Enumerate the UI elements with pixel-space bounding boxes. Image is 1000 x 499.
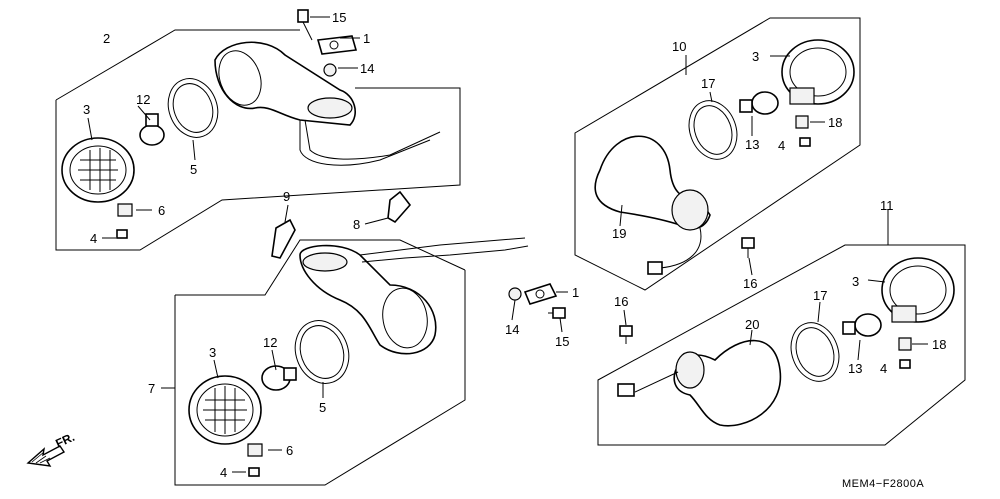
callout-14-lower: 14 bbox=[505, 322, 519, 337]
screw-part-4-upper-right bbox=[799, 137, 811, 147]
bolt-part-16-lower bbox=[619, 325, 633, 344]
bracket-part-8 bbox=[387, 190, 412, 224]
winker-lens-part-3-upper-left bbox=[61, 137, 135, 203]
bulb-part-13-lower bbox=[842, 313, 882, 337]
nut-part-14-upper bbox=[323, 63, 337, 77]
group-frame-10 bbox=[574, 17, 861, 291]
winker-lens-part-3-lower-left bbox=[188, 375, 262, 445]
clip-part-18-upper bbox=[795, 115, 809, 129]
callout-17-upper: 17 bbox=[701, 76, 715, 91]
callout-10: 10 bbox=[672, 39, 686, 54]
bracket-part-1-lower bbox=[523, 283, 558, 305]
screw-part-4-upper bbox=[116, 229, 128, 239]
screw-part-4-lower bbox=[248, 467, 260, 477]
callout-6-lower: 6 bbox=[286, 443, 293, 458]
group-frame-11 bbox=[597, 244, 966, 446]
callout-5-lower: 5 bbox=[319, 400, 326, 415]
callout-13-upper: 13 bbox=[745, 137, 759, 152]
callout-1-lower: 1 bbox=[572, 285, 579, 300]
callout-12-upper: 12 bbox=[136, 92, 150, 107]
bracket-part-9 bbox=[271, 218, 296, 259]
diagram-code: MEM4−F2800A bbox=[842, 478, 924, 490]
callout-12-lower: 12 bbox=[263, 335, 277, 350]
rim-part-17-upper bbox=[688, 100, 738, 160]
callout-4-upper-left: 4 bbox=[90, 231, 97, 246]
rim-part-5-upper bbox=[167, 78, 219, 138]
leader-lines bbox=[87, 16, 928, 473]
winker-housing-upper-left bbox=[214, 41, 441, 166]
callout-13-lower: 13 bbox=[848, 361, 862, 376]
callout-2: 2 bbox=[103, 31, 110, 46]
callout-18-lower: 18 bbox=[932, 337, 946, 352]
clip-part-6-upper bbox=[117, 203, 133, 217]
winker-housing-part-20 bbox=[617, 339, 782, 427]
callout-8: 8 bbox=[353, 217, 360, 232]
front-direction-label: FR. bbox=[53, 430, 76, 451]
callout-4-upper-right: 4 bbox=[778, 138, 785, 153]
callout-16-lower: 16 bbox=[614, 294, 628, 309]
callout-11: 11 bbox=[880, 198, 894, 213]
callout-16-upper: 16 bbox=[743, 276, 757, 291]
group-frame-2 bbox=[55, 29, 461, 251]
callout-20: 20 bbox=[745, 317, 759, 332]
winker-lens-part-3-upper-right bbox=[781, 39, 855, 105]
bracket-part-1-upper bbox=[316, 35, 358, 55]
bolt-part-15-lower bbox=[548, 307, 566, 319]
callout-4-lower-left: 4 bbox=[220, 465, 227, 480]
callout-3-upper-right: 3 bbox=[752, 49, 759, 64]
front-direction-arrow-icon: FR. bbox=[26, 430, 77, 467]
rim-part-17-lower bbox=[790, 322, 840, 382]
nut-part-14-lower bbox=[508, 287, 522, 301]
callout-5-upper: 5 bbox=[190, 162, 197, 177]
rim-part-5-lower bbox=[294, 320, 350, 384]
callout-3-upper-left: 3 bbox=[83, 102, 90, 117]
bolt-part-15-upper bbox=[297, 9, 313, 41]
winker-housing-lower-left bbox=[299, 237, 529, 355]
winker-lens-part-3-lower-right bbox=[881, 257, 955, 323]
clip-part-6-lower bbox=[247, 443, 263, 457]
callout-7: 7 bbox=[148, 381, 155, 396]
callout-15-upper: 15 bbox=[332, 10, 346, 25]
bulb-part-12-lower bbox=[261, 365, 297, 391]
clip-part-18-lower bbox=[898, 337, 912, 351]
bulb-part-12-upper bbox=[139, 113, 165, 146]
callout-4-lower-right: 4 bbox=[880, 361, 887, 376]
callout-9: 9 bbox=[283, 189, 290, 204]
screw-part-4-lower-right bbox=[899, 359, 911, 369]
callout-1-upper: 1 bbox=[363, 31, 370, 46]
callout-labels: 15 1 14 2 3 12 5 6 4 8 9 7 3 12 5 6 4 14… bbox=[83, 10, 946, 480]
bulb-part-13-upper bbox=[739, 91, 779, 115]
callout-3-lower-left: 3 bbox=[209, 345, 216, 360]
callout-18-upper: 18 bbox=[828, 115, 842, 130]
winker-housing-part-19 bbox=[594, 135, 711, 275]
bolt-part-16-upper bbox=[741, 237, 755, 258]
callout-6-upper: 6 bbox=[158, 203, 165, 218]
callout-17-lower: 17 bbox=[813, 288, 827, 303]
group-frame-7 bbox=[174, 239, 466, 486]
callout-15-lower: 15 bbox=[555, 334, 569, 349]
callout-3-lower-right: 3 bbox=[852, 274, 859, 289]
callout-14-upper: 14 bbox=[360, 61, 374, 76]
callout-19: 19 bbox=[612, 226, 626, 241]
